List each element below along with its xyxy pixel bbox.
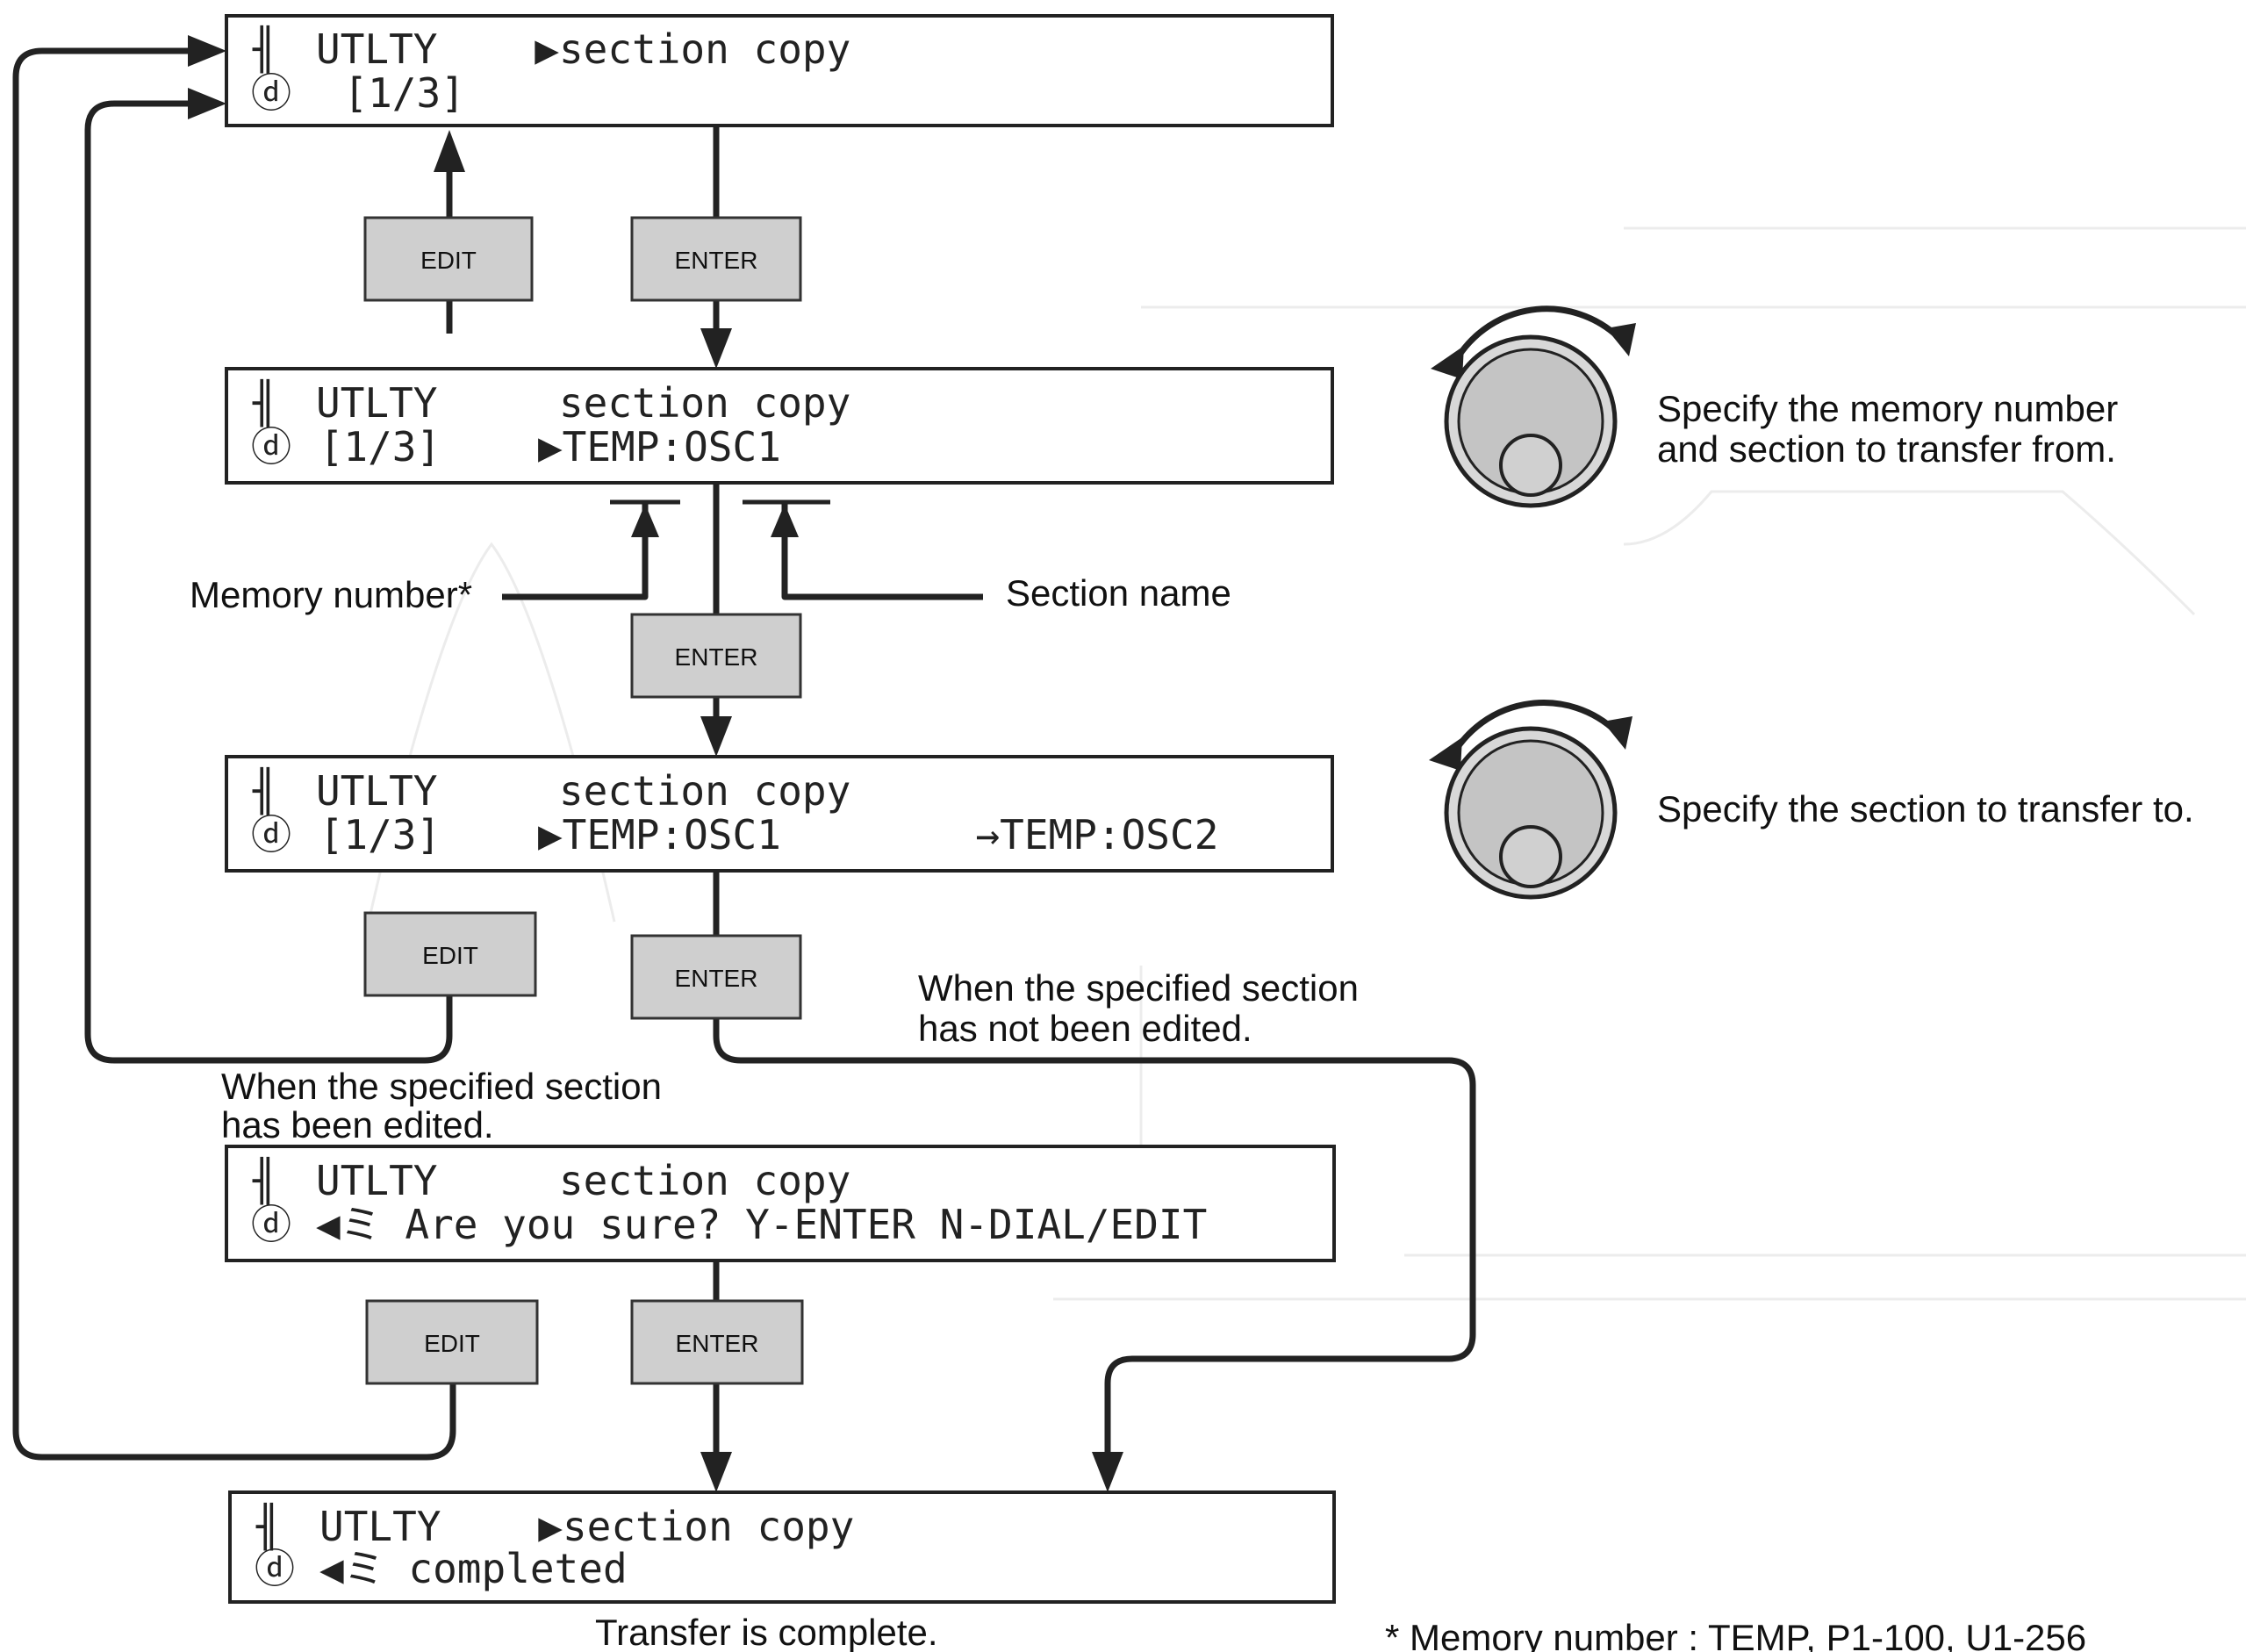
lcd-screen-1: ╢ ⓓ UTLTY ▶section copy [1/3] [226, 16, 1332, 126]
edited-caption: When the specified section [221, 1066, 662, 1107]
dial-icon[interactable] [1431, 309, 1636, 506]
lcd-5-line1: UTLTY ▶section copy [319, 1503, 854, 1550]
icon-db: ⓓ [251, 423, 291, 470]
icon-tune-fork: ╢ [255, 1502, 281, 1551]
edit-button-1[interactable]: EDIT [365, 218, 532, 300]
arrowhead [1092, 1452, 1123, 1492]
dial-2-caption: Specify the section to transfer to. [1657, 788, 2194, 830]
edit-button-2[interactable]: EDIT [365, 913, 535, 995]
lcd-1-line2: [1/3] [295, 69, 465, 117]
lcd-4-line2: ◀ミ Are you sure? Y-ENTER N-DIAL/EDIT [316, 1201, 1207, 1248]
svg-text:EDIT: EDIT [420, 247, 477, 274]
dial-1-caption: Specify the memory number [1657, 388, 2118, 429]
svg-text:EDIT: EDIT [422, 942, 478, 969]
icon-tune-fork: ╢ [252, 1156, 277, 1205]
lcd-1-line1: UTLTY ▶section copy [316, 25, 850, 73]
memory-number-pointer [502, 502, 680, 597]
icon-db: ⓓ [251, 811, 291, 858]
lcd-screen-3: ╢ ⓓ UTLTY section copy [1/3] ▶TEMP:OSC1 … [226, 757, 1332, 871]
enter-button-1[interactable]: ENTER [632, 218, 800, 300]
lcd-screen-5: ╢ ⓓ UTLTY ▶section copy ◀ミ completed [230, 1492, 1334, 1602]
lcd-4-line1: UTLTY section copy [316, 1157, 850, 1204]
edited-caption: has been edited. [221, 1104, 494, 1146]
enter-button-2[interactable]: ENTER [632, 614, 800, 697]
lcd-3-line1: UTLTY section copy [316, 767, 850, 815]
arrowhead [188, 88, 226, 119]
icon-db: ⓓ [251, 1201, 291, 1248]
icon-tune-fork: ╢ [252, 766, 277, 815]
icon-tune-fork: ╢ [252, 378, 277, 427]
section-name-label: Section name [1006, 572, 1231, 614]
dial-icon[interactable] [1429, 703, 1632, 897]
icon-db: ⓓ [251, 69, 291, 117]
section-name-pointer [743, 502, 983, 597]
icon-tune-fork: ╢ [252, 25, 277, 74]
not-edited-caption: When the specified section [918, 967, 1359, 1009]
lcd-2-line1: UTLTY section copy [316, 379, 850, 427]
lcd-3-line2: [1/3] ▶TEMP:OSC1 →TEMP:OSC2 [295, 811, 1218, 858]
svg-text:EDIT: EDIT [424, 1330, 480, 1357]
dial-1-caption: and section to transfer from. [1657, 428, 2116, 470]
memory-number-label: Memory number* [190, 574, 472, 615]
lcd-5-line2: ◀ミ completed [319, 1545, 628, 1592]
svg-text:ENTER: ENTER [675, 965, 758, 992]
enter-button-4[interactable]: ENTER [632, 1301, 802, 1383]
svg-text:ENTER: ENTER [675, 643, 758, 671]
lcd-screen-4: ╢ ⓓ UTLTY section copy ◀ミ Are you sure? … [226, 1146, 1334, 1261]
icon-db: ⓓ [255, 1545, 295, 1592]
arrowhead [434, 130, 465, 172]
not-edited-caption: has not been edited. [918, 1008, 1252, 1049]
lcd-2-line2: [1/3] ▶TEMP:OSC1 [295, 423, 781, 470]
arrowhead [700, 1452, 732, 1492]
arrowhead [700, 716, 732, 757]
svg-text:ENTER: ENTER [676, 1330, 759, 1357]
arrowhead [700, 328, 732, 369]
arrowhead [188, 35, 226, 67]
svg-text:ENTER: ENTER [675, 247, 758, 274]
enter-button-3[interactable]: ENTER [632, 936, 800, 1018]
lcd-screen-2: ╢ ⓓ UTLTY section copy [1/3] ▶TEMP:OSC1 [226, 369, 1332, 483]
transfer-complete-caption: Transfer is complete. [595, 1612, 938, 1652]
footnote: * Memory number : TEMP, P1-100, U1-256 [1385, 1617, 2086, 1652]
edit-button-3[interactable]: EDIT [367, 1301, 537, 1383]
